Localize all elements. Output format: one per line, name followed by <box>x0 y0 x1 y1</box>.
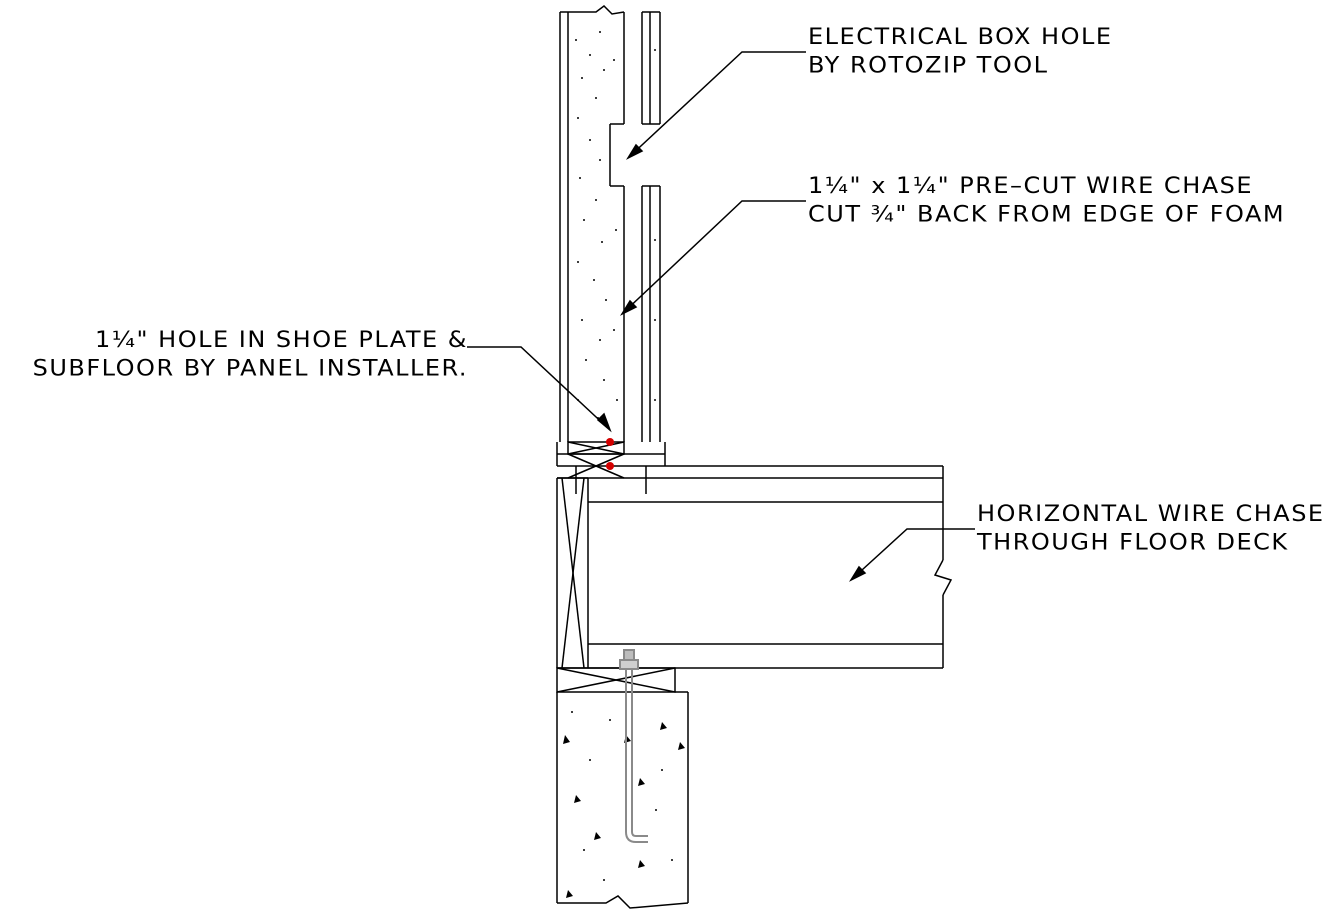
callout-shoe-plate-hole: 1¼" HOLE IN SHOE PLATE & SUBFLOOR BY PAN… <box>8 326 468 383</box>
callout-shoe-plate-hole-line1: 1¼" HOLE IN SHOE PLATE & <box>94 326 468 353</box>
concrete-foundation <box>556 691 689 909</box>
callout-horizontal-chase-line2: THROUGH FLOOR DECK <box>977 529 1289 556</box>
callout-horizontal-chase-line1: HORIZONTAL WIRE CHASE <box>977 500 1323 527</box>
concrete-aggregate <box>563 711 685 898</box>
callout-horizontal-chase: HORIZONTAL WIRE CHASE THROUGH FLOOR DECK <box>977 500 1323 557</box>
callout-wire-chase: 1¼" x 1¼" PRE–CUT WIRE CHASE CUT ¾" BACK… <box>808 172 1285 229</box>
callout-electrical-box: ELECTRICAL BOX HOLE BY ROTOZIP TOOL <box>808 23 1113 80</box>
floor-deck <box>557 465 953 669</box>
callout-electrical-box-line1: ELECTRICAL BOX HOLE <box>808 23 1113 50</box>
callout-shoe-plate-hole-line2: SUBFLOOR BY PANEL INSTALLER. <box>32 355 468 382</box>
foam-stipple <box>575 31 656 419</box>
sip-wall-panel <box>559 5 661 442</box>
callout-leaders <box>467 51 975 582</box>
sill-plate <box>556 667 676 693</box>
wire-hole-markers <box>606 438 614 470</box>
shoe-plate <box>556 441 666 494</box>
anchor-bolt <box>619 649 648 843</box>
callout-wire-chase-line1: 1¼" x 1¼" PRE–CUT WIRE CHASE <box>808 172 1254 199</box>
callout-wire-chase-line2: CUT ¾" BACK FROM EDGE OF FOAM <box>808 201 1286 228</box>
rim-joist <box>556 477 588 669</box>
callout-electrical-box-line2: BY ROTOZIP TOOL <box>808 52 1049 79</box>
